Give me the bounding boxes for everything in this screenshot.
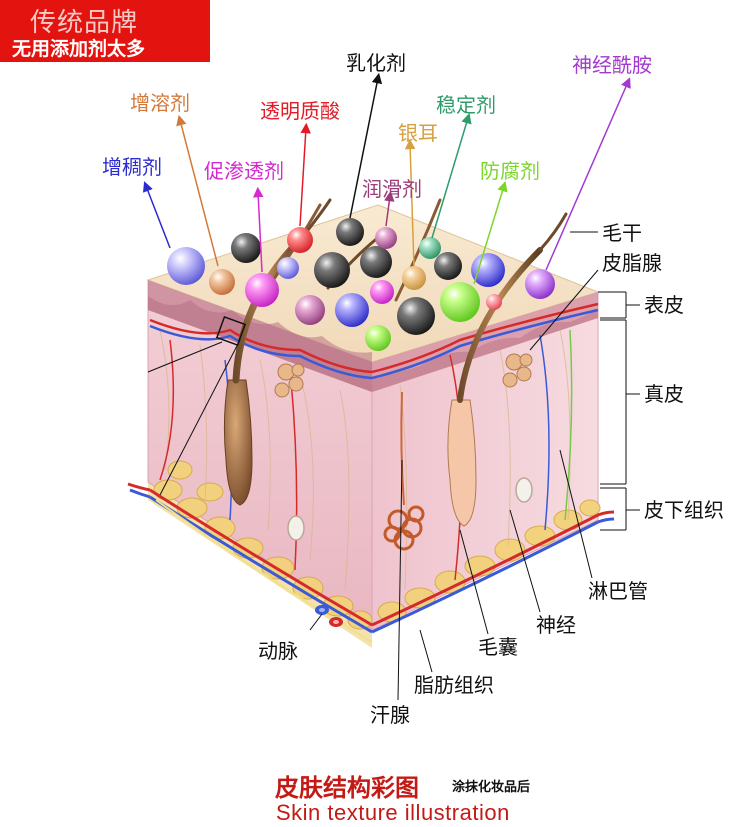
label-preservative: 防腐剂: [480, 159, 540, 183]
footer-title-cn: 皮肤结构彩图: [275, 774, 419, 802]
label-ceramide: 神经酰胺: [572, 53, 652, 77]
skin-block: [127, 198, 615, 648]
label-artery: 动脉: [258, 639, 298, 663]
label-dermis: 真皮: [644, 382, 684, 406]
label-follicle: 毛囊: [478, 635, 518, 659]
label-penetration: 促渗透剂: [204, 159, 284, 183]
label-epidermis: 表皮: [644, 293, 684, 317]
label-emulsifier: 乳化剂: [346, 51, 406, 75]
label-hyaluronic: 透明质酸: [260, 99, 340, 123]
label-fat: 脂肪组织: [414, 673, 494, 697]
label-stabilizer: 稳定剂: [436, 93, 496, 117]
brand-badge: 传统品牌 无用添加剂太多: [0, 0, 210, 62]
label-lubricant: 润滑剂: [362, 177, 422, 201]
label-lymph: 淋巴管: [588, 579, 648, 603]
ingredient-arrows: [142, 72, 631, 285]
ingredient-spheres: [167, 218, 555, 351]
footer-subtitle-cn: 涂抹化妆品后: [452, 780, 531, 795]
anatomy-leaders: [309, 231, 640, 701]
label-subcutaneous: 皮下组织: [644, 498, 724, 522]
label-thickener: 增稠剂: [102, 155, 162, 179]
label-solubilizer: 增溶剂: [130, 91, 190, 115]
label-hair-shaft: 毛干: [602, 221, 642, 245]
footer-title-en: Skin texture illustration: [276, 800, 510, 825]
badge-title: 传统品牌: [30, 8, 139, 38]
label-nerve: 神经: [536, 613, 576, 637]
label-sebaceous-gland: 皮脂腺: [602, 251, 662, 275]
badge-subtitle: 无用添加剂太多: [12, 38, 146, 60]
label-sweat-gland: 汗腺: [370, 703, 410, 727]
label-tremella: 银耳: [398, 121, 438, 145]
